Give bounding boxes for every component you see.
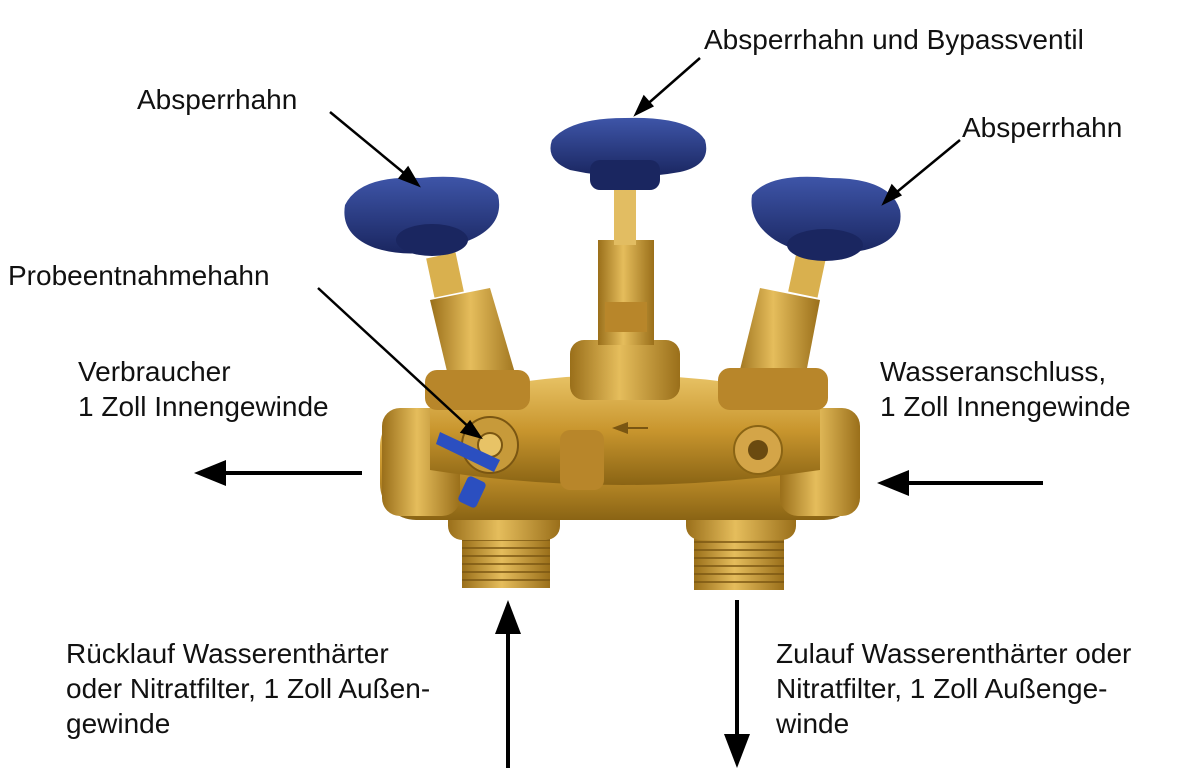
label-consumer: Verbraucher 1 Zoll Innengewinde [78, 356, 329, 422]
label-center-shutoff-bypass: Absperrhahn und Bypassventil [704, 24, 1084, 55]
label-supply-line: Zulauf Wasserenthärter oder Nitratfilter… [776, 638, 1132, 739]
leader-top-right [891, 139, 961, 197]
leader-top-left-arrowhead [397, 165, 421, 188]
water-inflow-arrow [877, 470, 1043, 496]
label-sample-valve: Probeentnahmehahn [8, 260, 270, 291]
leader-top-left [329, 111, 411, 179]
label-return-line: Rücklauf Wasserenthärter oder Nitratfilt… [66, 638, 431, 739]
label-water-connection: Wasseranschluss, 1 Zoll Innengewinde [880, 356, 1131, 422]
leader-sample-valve-arrowhead [459, 419, 483, 440]
left-valve-bonnet [425, 252, 530, 410]
left-handwheel [344, 176, 500, 256]
leader-top-center [642, 57, 701, 109]
return-upflow-arrow [495, 600, 521, 768]
leader-top-right-arrowhead [881, 183, 903, 206]
label-right-shutoff: Absperrhahn [962, 112, 1123, 143]
leader-sample-valve [317, 287, 473, 431]
supply-downflow-arrow [724, 600, 750, 768]
center-handwheel [550, 117, 707, 190]
right-valve-bonnet [718, 252, 828, 410]
label-left-shutoff: Absperrhahn [137, 84, 298, 115]
consumer-outflow-arrow [194, 460, 362, 486]
leader-top-center-arrowhead [633, 94, 655, 117]
supply-thread-pipe [694, 532, 784, 590]
right-handwheel [751, 176, 901, 261]
center-valve-bonnet [570, 190, 680, 400]
